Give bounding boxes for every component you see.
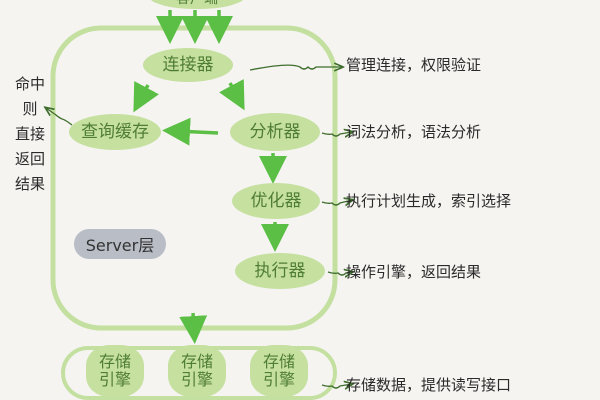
cache-note-line: 返回 [14,150,45,168]
optimizer-node: 优化器 [232,183,320,219]
storage-note-arrow [321,384,352,388]
storage-note: 存储数据，提供读写接口 [346,376,512,394]
optimizer-note: 执行计划生成，索引选择 [346,192,512,210]
executor-label: 执行器 [254,260,306,281]
query-cache-node: 查询缓存 [69,114,161,150]
cache-hit-arrow [46,108,73,126]
client-label: 客户端 [176,0,218,8]
executor-note-arrow [327,272,352,275]
storage-engine-label: 存储引擎 [98,351,131,389]
cache-note-line: 命中 [14,75,45,93]
server-layer-badge: Server层 [74,229,166,259]
storage-engine: 存储引擎 [168,345,226,397]
storage-engine-label: 存储引擎 [180,351,213,389]
analyzer-label: 分析器 [249,121,301,142]
optimizer-note-arrow [321,200,352,205]
executor-note: 操作引擎，返回结果 [346,263,482,281]
client-node: 客户端 [150,0,244,8]
storage-engine: 存储引擎 [86,345,144,397]
cache-note-line: 则 [22,100,38,118]
analyzer-to-cache-arrow [162,117,219,146]
optimizer-label: 优化器 [250,190,302,211]
analyzer-node: 分析器 [230,113,320,151]
executor-node: 执行器 [235,253,325,289]
cache-hit-note: 命中 则 直接 返回 结果 [10,72,50,197]
connector-to-cache-arrow [133,81,159,113]
server-layer-label: Server层 [85,236,155,255]
connector-to-analyzer-arrow [219,79,245,111]
server-to-storage-arrow [179,312,208,344]
cache-note-line: 结果 [14,175,45,193]
analyzer-note: 词法分析，语法分析 [346,123,482,141]
connector-note: 管理连接，权限验证 [346,56,482,74]
analyzer-note-arrow [321,132,352,136]
cache-note-line: 直接 [14,125,45,143]
query-cache-label: 查询缓存 [81,121,149,142]
connector-node: 连接器 [143,48,233,82]
storage-engine-label: 存储引擎 [262,351,295,389]
connector-label: 连接器 [162,54,214,75]
connector-note-arrow [249,65,342,70]
storage-engine: 存储引擎 [250,345,308,397]
